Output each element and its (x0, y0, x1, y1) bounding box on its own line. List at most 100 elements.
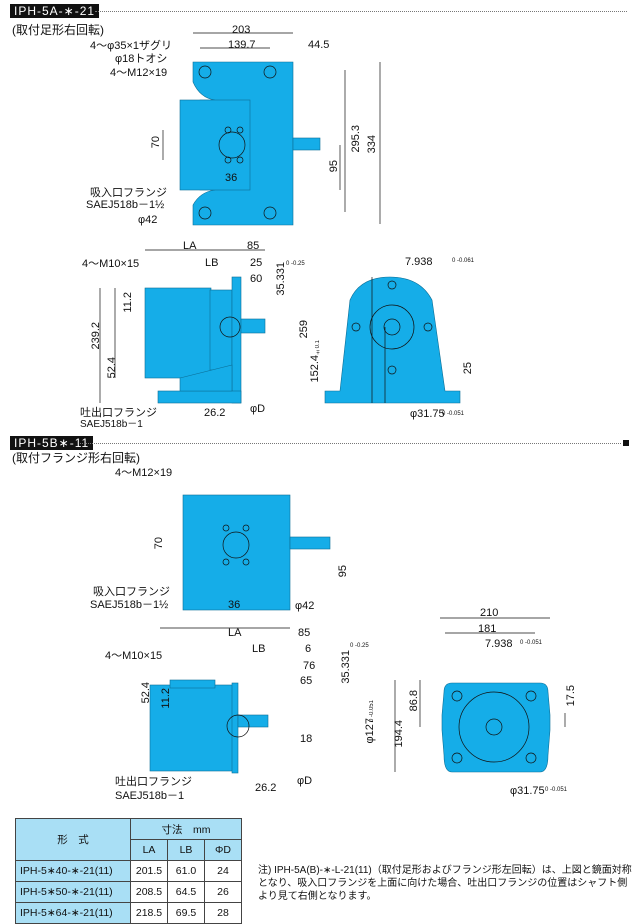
dim-85: 85 (247, 240, 260, 252)
label-inlet-flange: 吸入口フランジ (93, 586, 170, 598)
shaft-plan (292, 137, 321, 151)
dim-70: 70 (150, 136, 162, 149)
dim-25: 25 (250, 257, 263, 269)
label-outlet-flange: 吐出口フランジ (115, 776, 192, 788)
label-outlet-standard: SAEJ518b－1 (80, 419, 143, 430)
section1-subtitle: (取付足形右回転) (12, 23, 104, 37)
cell-la: 208.5 (130, 881, 168, 903)
dim-36: 36 (225, 172, 238, 184)
dim-44-5: 44.5 (308, 39, 330, 51)
dim-152-tolerance: ±0.1 (315, 340, 321, 355)
table-row: IPH-5∗40-∗-21(11) 201.5 61.0 24 (15, 860, 242, 882)
label-tap: 4～M10×15 (82, 258, 140, 270)
dim-70: 70 (153, 537, 165, 550)
dim-26-2: 26.2 (255, 782, 277, 794)
foot-bracket-end (324, 276, 461, 404)
dim-152-4: 152.4 (309, 355, 321, 383)
table-row: IPH-5∗50-∗-21(11) 208.5 64.5 26 (15, 881, 242, 903)
cell-d: 26 (204, 881, 242, 903)
dim-lb: LB (205, 257, 219, 269)
dim-295-3: 295.3 (350, 125, 362, 153)
dim-shaft-tolerance: 0 -0.051 (545, 787, 568, 793)
dim-key-7-938: 7.938 (405, 256, 433, 268)
pump-body-side (144, 287, 212, 379)
dim-lb: LB (252, 643, 266, 655)
dim-phi-d: φD (297, 775, 313, 787)
label-tap: 4～M12×19 (110, 67, 168, 79)
flange-side-2 (231, 682, 239, 774)
label-inlet-standard: SAEJ518b－1½ (90, 599, 169, 611)
dim-239-2: 239.2 (90, 322, 102, 350)
shaft-side (240, 318, 266, 334)
dim-210: 210 (480, 607, 499, 619)
col-la: LA (130, 839, 168, 861)
dim-key-tolerance: 0 -0.061 (452, 258, 475, 264)
dim-phi-d: φD (250, 403, 266, 415)
dim-86-8: 86.8 (408, 690, 420, 712)
dim-35-tolerance: 0 -0.25 (350, 643, 369, 649)
label-tap: 4～M10×15 (105, 650, 163, 662)
pump-body-plan-2 (182, 494, 291, 611)
dim-la: LA (228, 627, 242, 639)
cell-lb: 61.0 (167, 860, 205, 882)
dim-203: 203 (232, 24, 251, 36)
dim-shaft-31-75: φ31.75 (410, 408, 445, 420)
cell-model: IPH-5∗64-∗-21(11) (15, 902, 131, 924)
cell-lb: 69.5 (167, 902, 205, 924)
base-side (157, 390, 242, 404)
dim-phi42: φ42 (295, 600, 315, 612)
dim-shaft-tolerance: 0 -0.051 (442, 411, 465, 417)
housing-side (209, 289, 233, 371)
cell-model: IPH-5∗40-∗-21(11) (15, 860, 131, 882)
cell-d: 24 (204, 860, 242, 882)
dim-26-2: 26.2 (204, 407, 226, 419)
col-lb: LB (167, 839, 205, 861)
dim-35-331: 35.331 (340, 650, 352, 684)
label-outlet-flange: 吐出口フランジ (80, 407, 157, 419)
label-tap: 4～M12×19 (115, 467, 173, 479)
dim-85: 85 (298, 627, 311, 639)
bracket-side (231, 276, 242, 404)
dim-95: 95 (328, 160, 340, 173)
dim-11-2: 11.2 (122, 292, 134, 313)
dim-phi42: φ42 (138, 214, 158, 226)
dim-key-tolerance: 0 -0.051 (520, 640, 543, 646)
dimension-header: 寸法 mm (130, 818, 242, 840)
dim-127-tolerance: 0 -0.051 (369, 700, 375, 723)
dim-65: 65 (300, 675, 313, 687)
dim-18: 18 (300, 733, 313, 745)
dim-60: 60 (250, 273, 263, 285)
label-outlet-standard: SAEJ518b－1 (115, 790, 185, 802)
section2-title: IPH-5B∗-11 (10, 436, 94, 450)
section2-subtitle: (取付フランジ形右回転) (12, 451, 140, 465)
label-through-hole: φ18トオシ (115, 53, 168, 65)
dim-76: 76 (303, 660, 316, 672)
dim-shaft-31-75: φ31.75 (510, 785, 545, 797)
col-d: ΦD (204, 839, 242, 861)
dim-259: 259 (298, 320, 310, 339)
dim-139-7: 139.7 (228, 39, 256, 51)
shaft-side-2 (237, 714, 269, 728)
dimension-table: 形 式 寸法 mm LA LB ΦD IPH-5∗40-∗-21(11) 201… (15, 818, 242, 924)
footnote: 注) IPH-5A(B)-∗-L-21(11)（取付足形およびフランジ形左回転）… (258, 865, 632, 902)
model-header: 形 式 (15, 818, 131, 861)
cell-lb: 64.5 (167, 881, 205, 903)
square-flange-end (441, 682, 551, 773)
table-row: IPH-5∗64-∗-21(11) 218.5 69.5 28 (15, 902, 242, 924)
dim-11-2: 11.2 (160, 688, 172, 709)
section1-title: IPH-5A-∗-21 (10, 4, 100, 18)
label-inlet-standard: SAEJ518b－1½ (86, 199, 165, 211)
label-inlet-flange: 吸入口フランジ (90, 187, 167, 199)
cell-model: IPH-5∗50-∗-21(11) (15, 881, 131, 903)
dim-334: 334 (366, 135, 378, 154)
shaft-plan-2 (289, 536, 331, 550)
dim-36: 36 (228, 599, 241, 611)
cell-la: 218.5 (130, 902, 168, 924)
dim-key-7-938: 7.938 (485, 638, 513, 650)
dim-35-tolerance: 0 -0.25 (286, 261, 305, 267)
divider-end-mark (623, 440, 629, 446)
divider (95, 11, 627, 12)
label-counterbore: 4～φ35×1ザグリ (90, 40, 173, 52)
pump-body-plan (179, 99, 251, 191)
dim-6: 6 (305, 643, 312, 655)
